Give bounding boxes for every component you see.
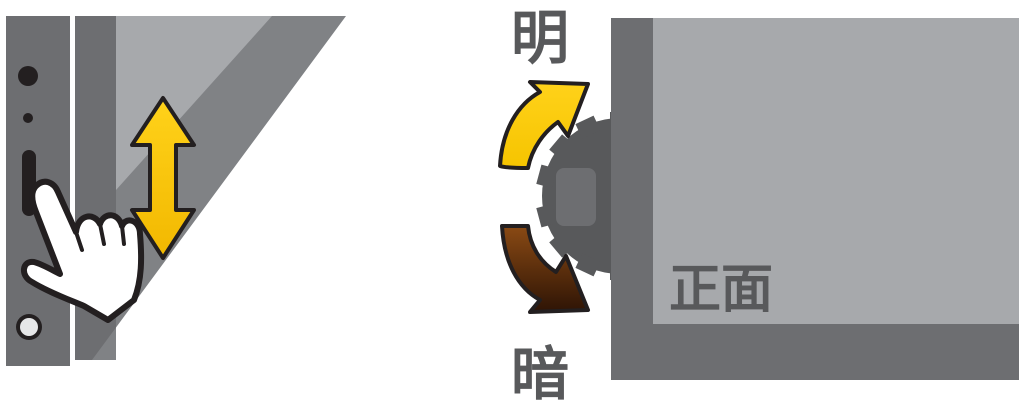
device-seam	[70, 16, 75, 366]
curved-arrow-down-icon	[500, 224, 590, 314]
monitor-screen	[653, 18, 1019, 324]
port-inner-icon	[20, 318, 38, 336]
bright-label: 明	[511, 4, 569, 72]
monitor-front	[611, 18, 1019, 380]
double-arrow-vertical-icon	[130, 96, 196, 260]
power-button-icon	[18, 66, 38, 86]
indicator-led-icon	[23, 113, 33, 123]
hand-pointer-icon	[21, 178, 145, 323]
front-label: 正面	[669, 260, 773, 320]
curved-arrow-up-icon	[498, 80, 590, 170]
dark-label: 暗	[511, 340, 569, 400]
